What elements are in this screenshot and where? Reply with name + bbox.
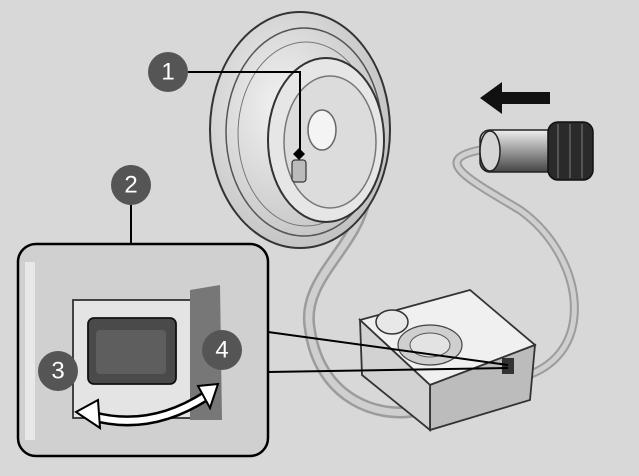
callout-3-label: 3 xyxy=(51,358,64,385)
callout-leader-1 xyxy=(188,71,301,150)
callout-2: 2 xyxy=(111,165,151,205)
switch-detail-inset xyxy=(16,242,270,458)
compressor-switch xyxy=(502,358,514,374)
valve-stem xyxy=(291,159,307,183)
rotate-arrow-icon xyxy=(74,382,220,430)
callout-4-label: 4 xyxy=(215,337,228,364)
callout-4: 4 xyxy=(202,330,242,370)
inset-connector-bottom xyxy=(267,367,509,373)
callout-1: 1 xyxy=(148,52,188,92)
callout-2-label: 2 xyxy=(124,172,137,199)
callout-1-label: 1 xyxy=(161,59,174,86)
arrow-left-icon xyxy=(480,82,550,114)
callout-3: 3 xyxy=(38,351,78,391)
accessory-power-plug xyxy=(479,121,594,181)
inset-connector-top xyxy=(267,331,509,366)
